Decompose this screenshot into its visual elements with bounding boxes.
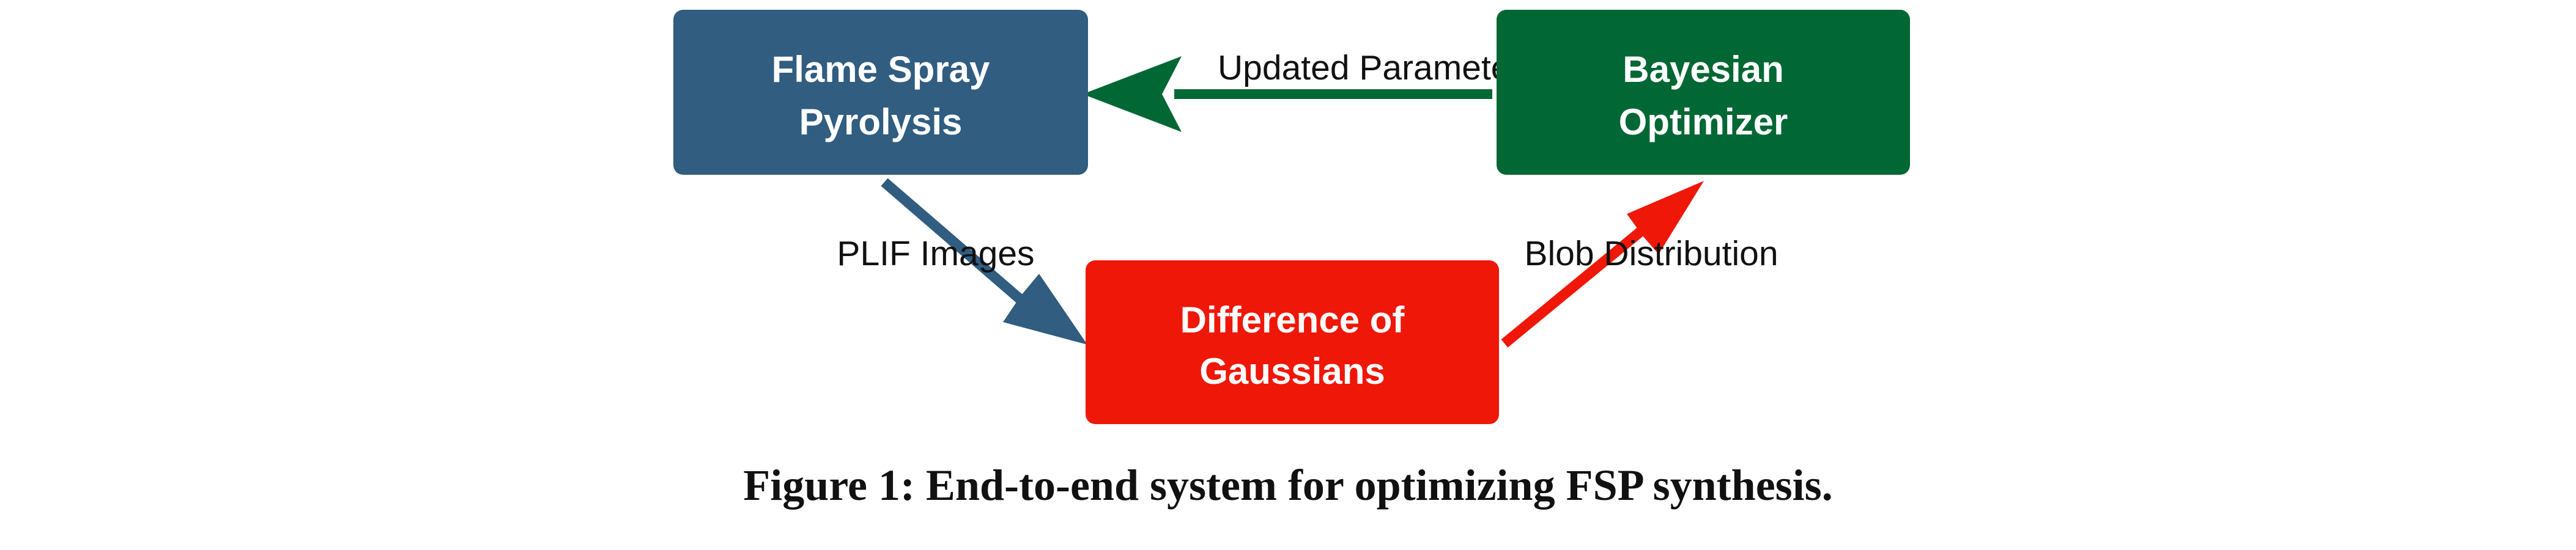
node-label-line-1: Difference of [1180,299,1405,340]
edge-updated-parameters: Updated Parameters [1083,48,1539,132]
system-diagram: Updated Parameters PLIF Images Blob Dist… [673,10,1910,424]
node-label-line-2: Optimizer [1619,101,1788,142]
edge-plif-images-line [881,178,1031,310]
node-flame-spray-pyrolysis: Flame Spray Pyrolysis [673,10,1088,175]
node-bayesian-optimizer: Bayesian Optimizer [1497,10,1910,175]
node-label-line-2: Gaussians [1199,351,1385,392]
edge-label-updated-parameters: Updated Parameters [1218,48,1539,87]
edge-plif-images: PLIF Images [837,178,1087,345]
edge-blob-distribution: Blob Distribution [1501,181,1778,348]
edge-label-blob-distribution: Blob Distribution [1524,234,1778,273]
node-difference-of-gaussians: Difference of Gaussians [1086,260,1499,424]
arrowhead-up-right-icon [1627,181,1704,254]
figure-caption: Figure 1: End-to-end system for optimizi… [743,461,1833,510]
node-box-flame-spray-pyrolysis [673,10,1088,175]
node-label-line-2: Pyrolysis [799,101,963,142]
arrowhead-left-icon [1083,56,1182,132]
node-label-line-1: Bayesian [1623,49,1784,90]
node-label-line-1: Flame Spray [772,49,990,90]
arrowhead-down-right-icon [1003,274,1087,345]
node-box-bayesian-optimizer [1497,10,1910,175]
edge-blob-distribution-line [1501,226,1646,348]
edge-label-plif-images: PLIF Images [837,234,1034,273]
node-box-difference-of-gaussians [1086,260,1499,424]
